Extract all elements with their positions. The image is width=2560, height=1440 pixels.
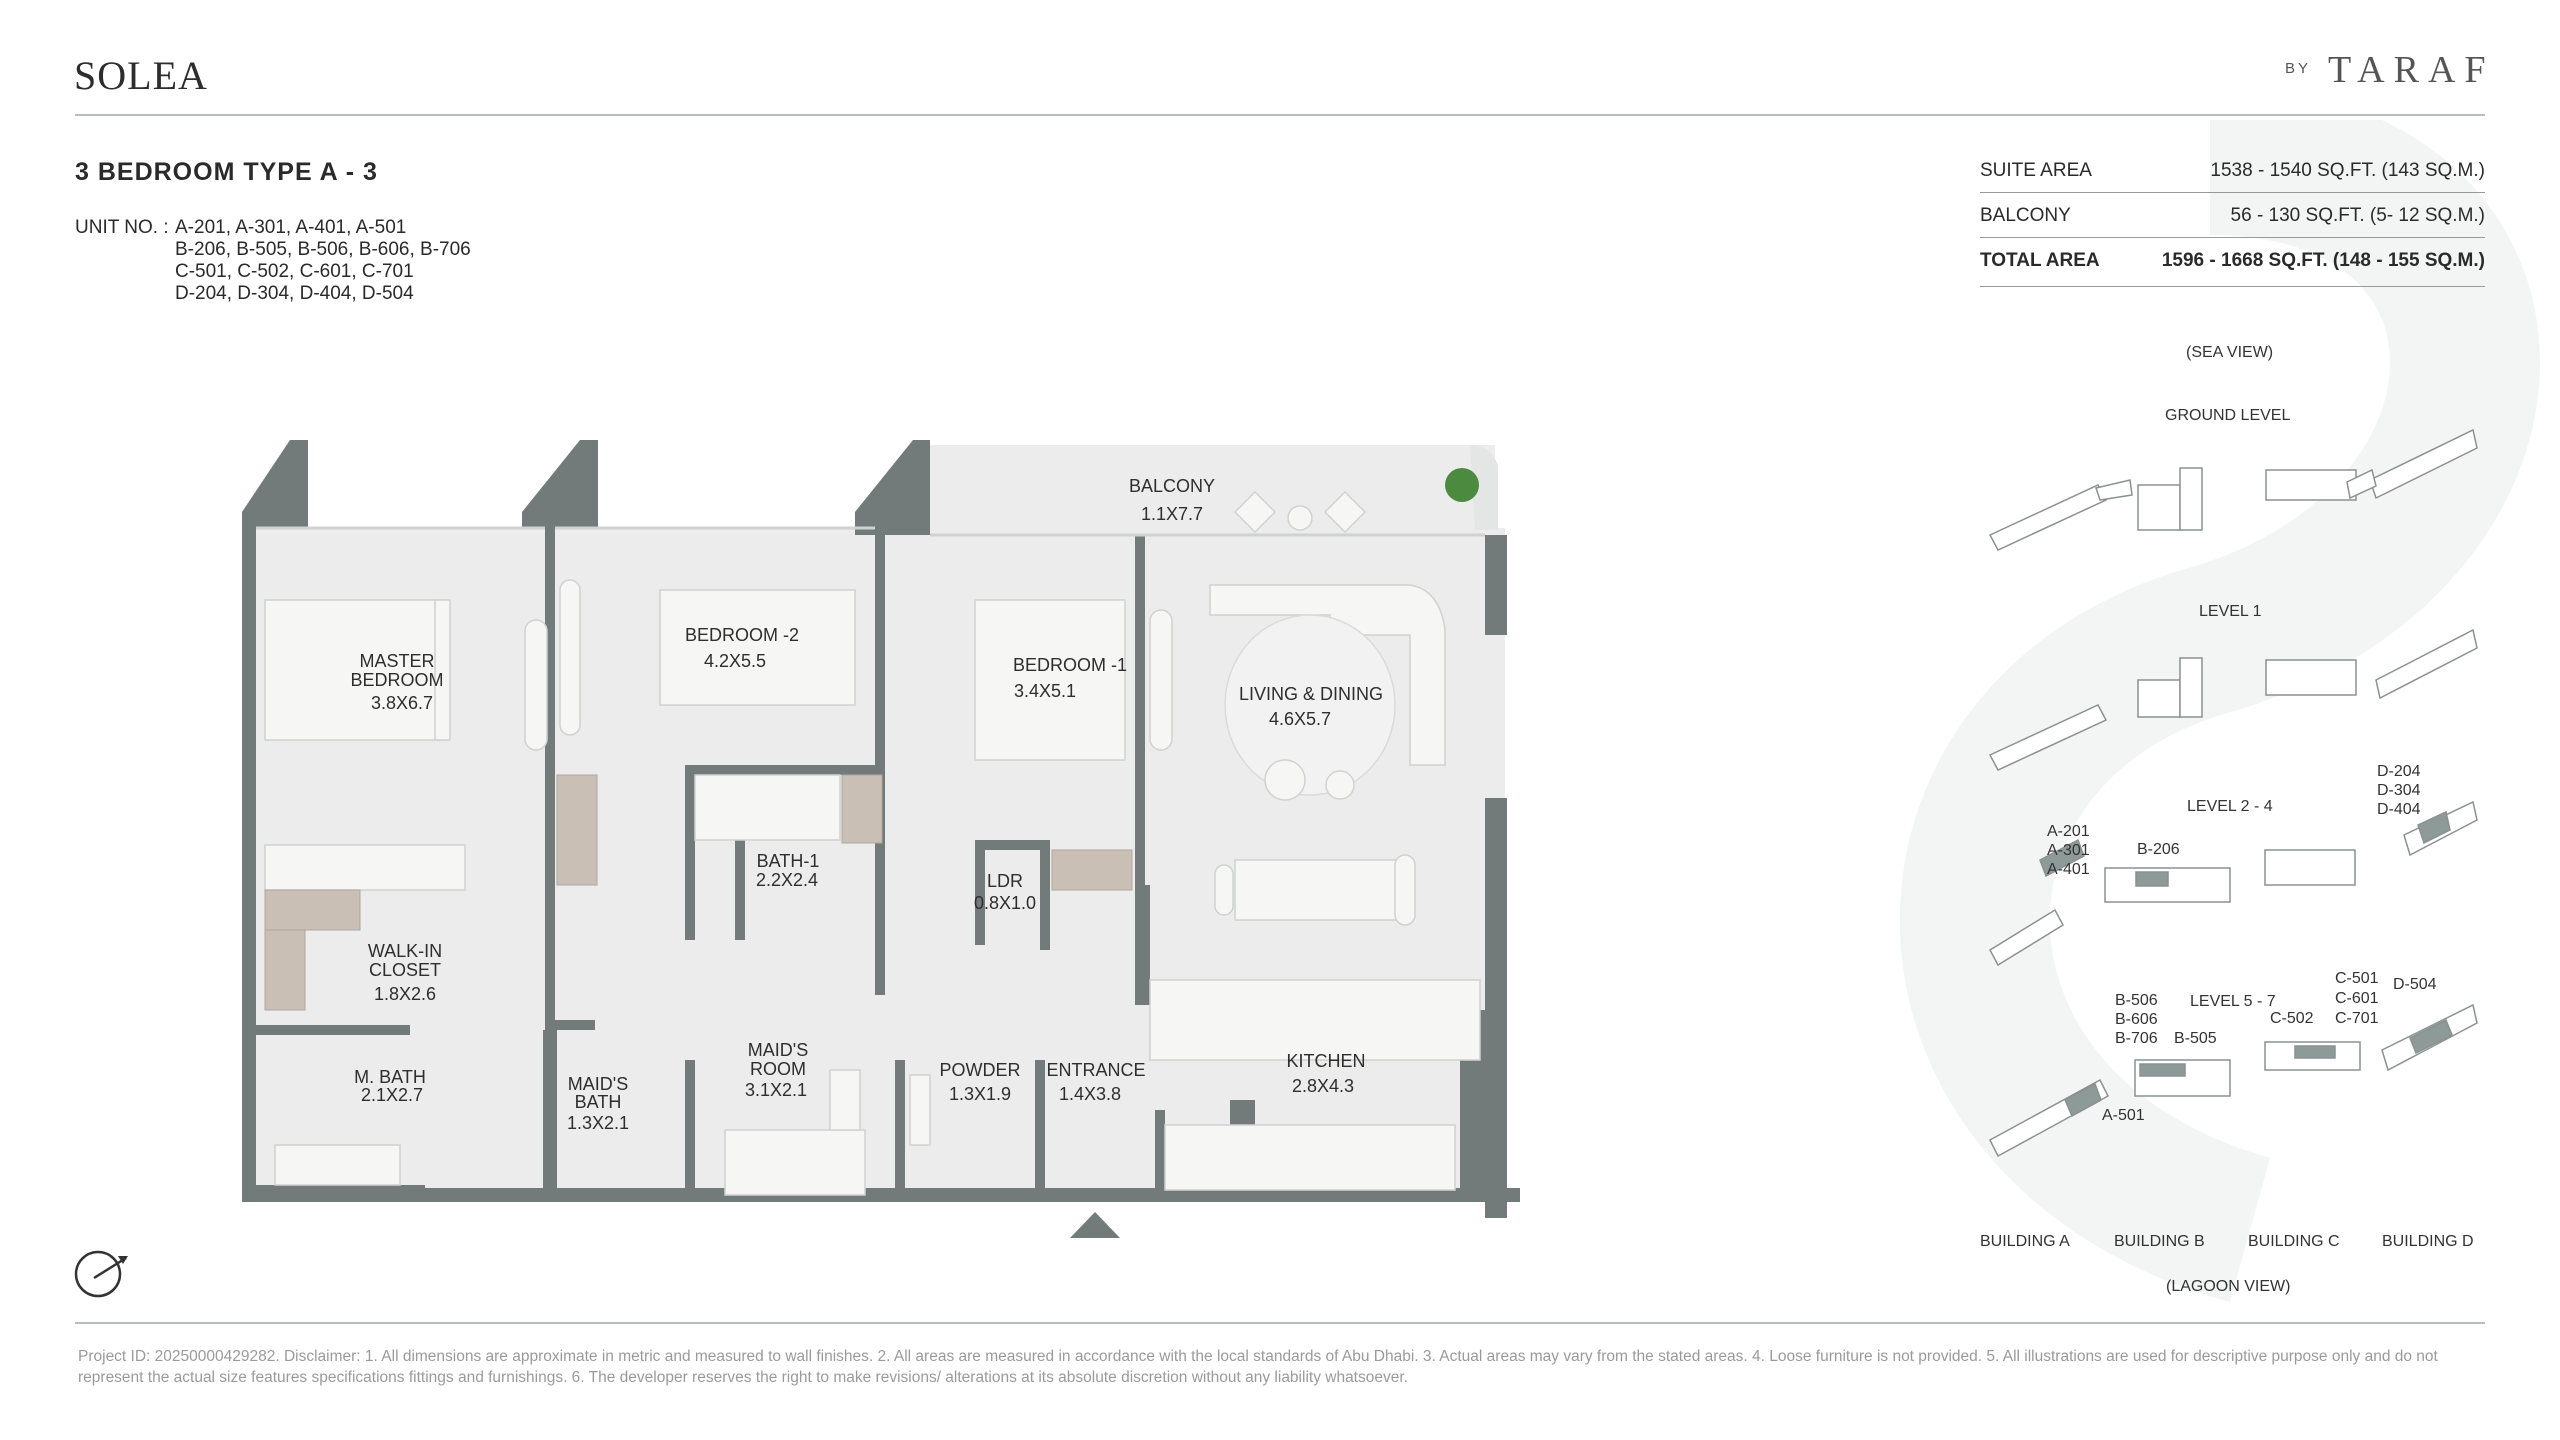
room-label-master-bedroom: BEDROOM bbox=[350, 670, 443, 690]
area-label-suite: SUITE AREA bbox=[1980, 160, 2092, 181]
level-label-5-7: LEVEL 5 - 7 bbox=[2190, 993, 2276, 1010]
by-label: BY bbox=[2285, 60, 2312, 77]
room-size-maids-room: 3.1X2.1 bbox=[745, 1080, 807, 1100]
room-size-m-bath: 2.1X2.7 bbox=[361, 1085, 423, 1105]
room-size-entrance: 1.4X3.8 bbox=[1059, 1084, 1121, 1104]
key-unit-label: B-206 bbox=[2137, 841, 2180, 858]
key-unit-label: D-304 bbox=[2377, 782, 2421, 799]
unit-list-line: C-501, C-502, C-601, C-701 bbox=[175, 261, 414, 282]
room-label-maids-bath: MAID'S bbox=[568, 1074, 628, 1094]
unit-type-title: 3 BEDROOM TYPE A - 3 bbox=[75, 158, 378, 186]
building-label-d: BUILDING D bbox=[2382, 1233, 2474, 1250]
area-label-balcony: BALCONY bbox=[1980, 205, 2071, 226]
building-label-b: BUILDING B bbox=[2114, 1233, 2205, 1250]
room-size-maids-bath: 1.3X2.1 bbox=[567, 1113, 629, 1133]
plant-icon bbox=[1445, 468, 1479, 502]
key-unit-label: C-502 bbox=[2270, 1010, 2314, 1027]
area-value-balcony: 56 - 130 SQ.FT. (5- 12 SQ.M.) bbox=[2230, 205, 2485, 226]
entrance-marker bbox=[1070, 1212, 1120, 1238]
room-label-maids-room: MAID'S bbox=[748, 1040, 808, 1060]
header-divider bbox=[75, 114, 2485, 116]
room-label-bath-1: BATH-1 bbox=[757, 851, 820, 871]
area-divider bbox=[1980, 286, 2485, 287]
room-label-ldr: LDR bbox=[987, 871, 1023, 891]
area-divider bbox=[1980, 237, 2485, 238]
key-unit-label: B-505 bbox=[2174, 1030, 2217, 1047]
developer-logo: TARAF bbox=[2328, 49, 2495, 91]
key-plan-ground bbox=[1988, 428, 2478, 551]
room-label-bedroom-2: BEDROOM -2 bbox=[685, 625, 799, 645]
room-size-kitchen: 2.8X4.3 bbox=[1292, 1076, 1354, 1096]
level-label-ground: GROUND LEVEL bbox=[2165, 407, 2291, 424]
level-label-2-4: LEVEL 2 - 4 bbox=[2187, 798, 2273, 815]
key-unit-label: D-204 bbox=[2377, 763, 2421, 780]
unit-no-label: UNIT NO. : bbox=[75, 217, 169, 238]
building-label-c: BUILDING C bbox=[2248, 1233, 2340, 1250]
room-size-master-bedroom: 3.8X6.7 bbox=[371, 693, 433, 713]
room-label-powder: POWDER bbox=[940, 1060, 1021, 1080]
unit-list-line: B-206, B-505, B-506, B-606, B-706 bbox=[175, 239, 471, 260]
level-label-1: LEVEL 1 bbox=[2199, 603, 2262, 620]
key-unit-label: A-201 bbox=[2047, 823, 2090, 840]
unit-list-line: D-204, D-304, D-404, D-504 bbox=[175, 283, 414, 304]
key-unit-label: D-504 bbox=[2393, 976, 2437, 993]
room-label-walk-in-closet: CLOSET bbox=[369, 960, 441, 980]
room-size-ldr: 0.8X1.0 bbox=[974, 893, 1036, 913]
room-label-maids-room: ROOM bbox=[750, 1059, 806, 1079]
disclaimer-text: Project ID: 20250000429282. Disclaimer: … bbox=[78, 1348, 2438, 1386]
sea-view-label: (SEA VIEW) bbox=[2186, 344, 2274, 361]
room-label-maids-bath: BATH bbox=[575, 1092, 622, 1112]
key-unit-label: A-501 bbox=[2102, 1107, 2145, 1124]
room-label-m-bath: M. BATH bbox=[354, 1067, 426, 1087]
key-unit-label: C-601 bbox=[2335, 990, 2379, 1007]
project-logo: SOLEA bbox=[74, 53, 208, 98]
room-label-balcony: BALCONY bbox=[1129, 476, 1215, 496]
key-unit-label: C-501 bbox=[2335, 970, 2379, 987]
room-label-bedroom-1: BEDROOM -1 bbox=[1013, 655, 1127, 675]
key-unit-label: B-606 bbox=[2115, 1011, 2158, 1028]
room-size-bath-1: 2.2X2.4 bbox=[756, 870, 818, 890]
area-divider bbox=[1980, 192, 2485, 193]
key-unit-label: A-401 bbox=[2047, 861, 2090, 878]
key-plan-level-5-7 bbox=[1989, 1003, 2478, 1158]
key-unit-label: B-506 bbox=[2115, 992, 2158, 1009]
area-label-total: TOTAL AREA bbox=[1980, 250, 2100, 271]
watermark-logo bbox=[1899, 120, 2540, 1303]
key-unit-label: A-301 bbox=[2047, 842, 2090, 859]
area-value-total: 1596 - 1668 SQ.FT. (148 - 155 SQ.M.) bbox=[2161, 250, 2485, 271]
room-label-kitchen: KITCHEN bbox=[1286, 1051, 1365, 1071]
room-size-bedroom-1: 3.4X5.1 bbox=[1014, 681, 1076, 701]
room-label-entrance: ENTRANCE bbox=[1046, 1060, 1145, 1080]
key-plan-level-1 bbox=[1988, 628, 2478, 771]
north-arrow-icon bbox=[74, 1250, 128, 1298]
room-size-balcony: 1.1X7.7 bbox=[1141, 504, 1203, 524]
key-unit-label: C-701 bbox=[2335, 1010, 2379, 1027]
room-size-bedroom-2: 4.2X5.5 bbox=[704, 651, 766, 671]
room-label-walk-in-closet: WALK-IN bbox=[368, 941, 442, 961]
room-size-living-dining: 4.6X5.7 bbox=[1269, 709, 1331, 729]
area-value-suite: 1538 - 1540 SQ.FT. (143 SQ.M.) bbox=[2210, 160, 2485, 181]
key-plan-level-2-4 bbox=[1989, 800, 2478, 967]
room-size-powder: 1.3X1.9 bbox=[949, 1084, 1011, 1104]
unit-list-line: A-201, A-301, A-401, A-501 bbox=[175, 217, 407, 238]
building-label-a: BUILDING A bbox=[1980, 1233, 2070, 1250]
key-unit-label: D-404 bbox=[2377, 801, 2421, 818]
floor-plan: BALCONY 1.1X7.7 MASTER BEDROOM 3.8X6.7 B… bbox=[242, 440, 1520, 1238]
room-size-walk-in-closet: 1.8X2.6 bbox=[374, 984, 436, 1004]
key-plan-diagram bbox=[1988, 428, 2478, 1158]
key-unit-label: B-706 bbox=[2115, 1030, 2158, 1047]
footer-divider bbox=[75, 1322, 2485, 1324]
room-label-master-bedroom: MASTER bbox=[359, 651, 434, 671]
room-label-living-dining: LIVING & DINING bbox=[1239, 684, 1383, 704]
lagoon-view-label: (LAGOON VIEW) bbox=[2166, 1278, 2291, 1295]
